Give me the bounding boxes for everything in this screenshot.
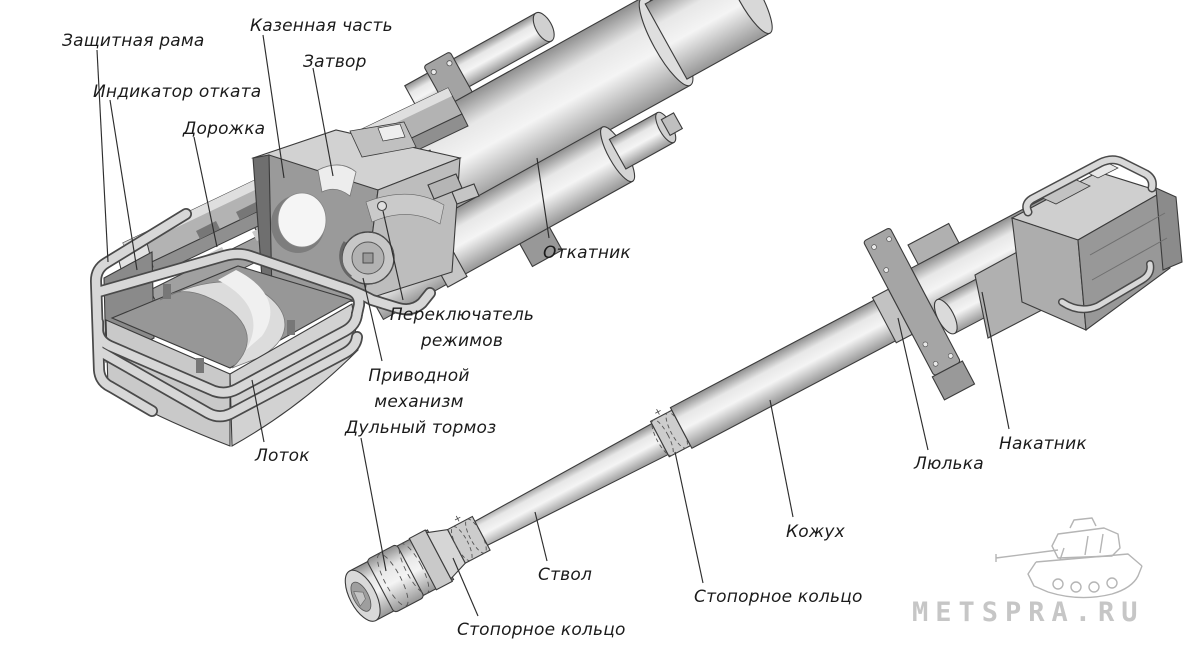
label-lyulka: Люлька	[914, 454, 984, 474]
left-assembly	[90, 0, 773, 447]
leader-stopornoe-2	[674, 451, 704, 584]
protective-frame	[90, 208, 436, 423]
label-kazennaya-chast: Казенная часть	[250, 16, 393, 36]
breech-bore-opening	[277, 192, 327, 248]
mounting-flange-right	[863, 227, 976, 401]
label-stvol: Ствол	[538, 565, 593, 585]
receiver-end-block	[1155, 187, 1183, 271]
leader-lotok	[251, 379, 265, 443]
label-indikator-otkata: Индикатор отката	[93, 82, 262, 102]
leader-dorozhka	[193, 136, 218, 248]
receiver-right-face	[1077, 191, 1171, 332]
receiver-guard-tubes	[1022, 155, 1157, 314]
tank-watermark-icon	[995, 517, 1143, 599]
watermark-text: METSPRA.RU	[912, 597, 1145, 628]
breech-wedge	[317, 164, 357, 197]
label-pereklyuchatel-rezhimov: Переключатель режимов	[389, 305, 535, 351]
actuator-cylinders	[427, 173, 480, 205]
leader-stvol	[534, 511, 548, 562]
leader-indikator-otkata	[109, 99, 138, 271]
label-nakatnik: Накатник	[999, 434, 1087, 454]
label-dulnyy-tormoz: Дульный тормоз	[345, 418, 497, 438]
casing-tube	[669, 293, 909, 449]
leader-kazennaya-chast	[262, 34, 285, 179]
label-stopornoe-koltso-2: Стопорное кольцо	[694, 587, 863, 607]
flange-bolts-right	[871, 236, 954, 367]
right-assembly	[344, 155, 1183, 622]
label-privodnoy-mekhanizm: Приводной механизм	[368, 366, 470, 412]
leader-stopornoe-1	[452, 557, 479, 617]
label-otkatnik: Откатник	[543, 243, 631, 263]
muzzle-brake-part	[344, 529, 455, 622]
mode-switch-knob	[376, 200, 388, 212]
breech-block	[251, 121, 480, 303]
frame-clamps	[163, 284, 295, 373]
label-stopornoe-koltso-1: Стопорное кольцо	[457, 620, 626, 640]
drive-gear	[339, 231, 395, 285]
leader-lyulka	[897, 317, 929, 451]
leader-pereklyuchatel	[382, 210, 404, 301]
label-dorozhka: Дорожка	[183, 119, 266, 139]
leader-otkatnik	[536, 157, 550, 239]
barrel-tube	[474, 422, 669, 546]
receiver-housing	[974, 155, 1183, 339]
tray-interior	[110, 265, 354, 369]
label-zashchitnaya-rama: Защитная рама	[62, 31, 205, 51]
leader-zatvor	[312, 67, 334, 177]
leader-privodnoy	[362, 277, 383, 362]
leader-lines	[96, 34, 1010, 617]
leader-dulnyy-tormoz	[360, 437, 387, 572]
leader-nakatnik	[981, 291, 1010, 430]
label-zatvor: Затвор	[303, 52, 367, 72]
label-kozhukh: Кожух	[786, 522, 845, 542]
leader-kozhukh	[769, 399, 794, 518]
leader-zashchitnaya-rama	[96, 49, 109, 263]
label-lotok: Лоток	[255, 446, 310, 466]
